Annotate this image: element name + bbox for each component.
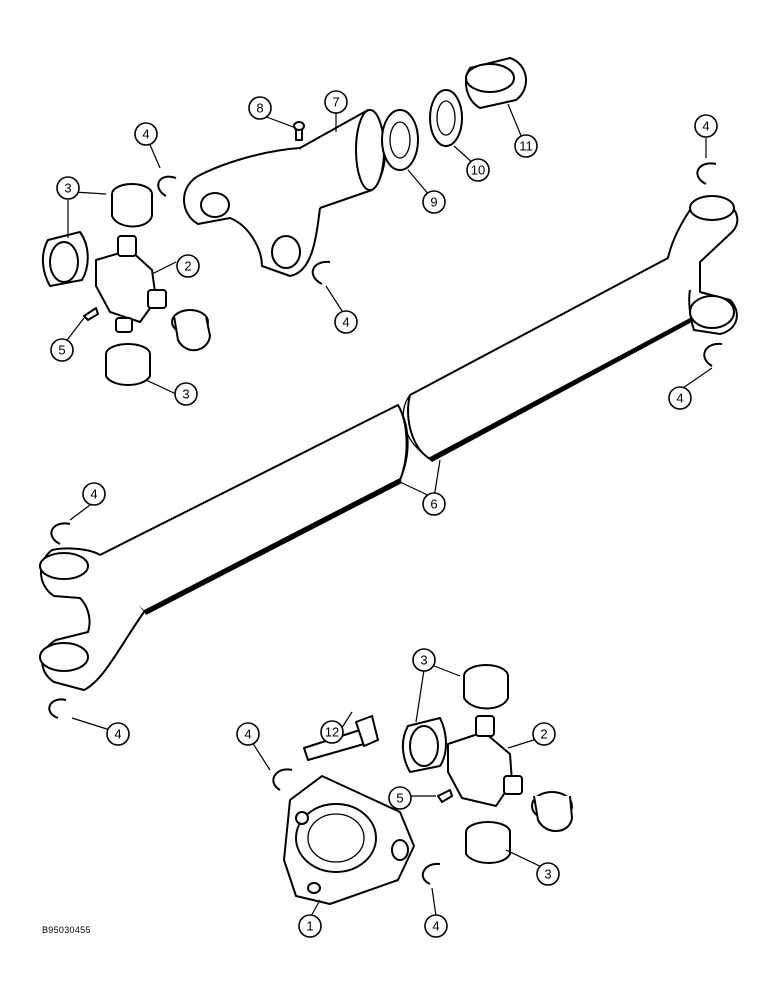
callout-7: 7 bbox=[324, 90, 348, 114]
snap-ring bbox=[157, 175, 177, 197]
flange-yoke bbox=[283, 775, 415, 905]
svg-text:11: 11 bbox=[519, 139, 533, 154]
grease-fitting bbox=[437, 789, 453, 803]
svg-text:12: 12 bbox=[325, 725, 339, 740]
callout-3-upper-a: 3 bbox=[56, 176, 80, 200]
lower-universal-joint bbox=[447, 715, 523, 807]
callout-2-upper: 2 bbox=[176, 254, 200, 278]
svg-text:4: 4 bbox=[114, 727, 121, 742]
callout-4-b: 4 bbox=[334, 310, 358, 334]
snap-ring bbox=[421, 862, 441, 885]
shaft-tube-left bbox=[39, 404, 409, 691]
svg-text:3: 3 bbox=[182, 387, 189, 402]
svg-text:3: 3 bbox=[544, 867, 551, 882]
snap-ring bbox=[48, 698, 67, 719]
bearing-cup-upper-1 bbox=[111, 183, 153, 228]
bearing-cup-lower-1 bbox=[463, 664, 509, 710]
figure-code: B95030455 bbox=[42, 925, 91, 935]
svg-text:4: 4 bbox=[702, 119, 709, 134]
callout-4-a: 4 bbox=[134, 122, 158, 146]
callout-3-lower-a: 3 bbox=[412, 648, 436, 672]
callout-4-h: 4 bbox=[424, 914, 448, 938]
callout-12: 12 bbox=[320, 720, 344, 744]
svg-text:10: 10 bbox=[471, 163, 485, 178]
svg-text:4: 4 bbox=[90, 487, 97, 502]
snap-ring bbox=[696, 162, 717, 185]
callout-1: 1 bbox=[298, 914, 322, 938]
svg-text:4: 4 bbox=[142, 127, 149, 142]
bearing-cup-lower-4 bbox=[531, 791, 573, 832]
callout-4-f: 4 bbox=[106, 722, 130, 746]
grease-fitting bbox=[83, 307, 99, 321]
callout-5-lower: 5 bbox=[388, 786, 412, 810]
svg-text:5: 5 bbox=[58, 343, 65, 358]
svg-text:5: 5 bbox=[396, 791, 403, 806]
callout-10: 10 bbox=[466, 158, 490, 182]
svg-text:1: 1 bbox=[306, 919, 313, 934]
snap-ring bbox=[272, 768, 293, 791]
svg-text:4: 4 bbox=[676, 391, 683, 406]
callout-6: 6 bbox=[422, 492, 446, 516]
snap-ring bbox=[50, 522, 71, 545]
leader-lines bbox=[63, 103, 713, 919]
svg-text:3: 3 bbox=[64, 181, 71, 196]
svg-text:6: 6 bbox=[430, 497, 437, 512]
svg-text:3: 3 bbox=[420, 653, 427, 668]
seal-ring bbox=[429, 89, 463, 147]
callout-2-lower: 2 bbox=[532, 722, 556, 746]
svg-text:4: 4 bbox=[342, 315, 349, 330]
callout-4-e: 4 bbox=[82, 482, 106, 506]
bearing-cup-upper-3 bbox=[105, 343, 151, 386]
svg-text:8: 8 bbox=[256, 101, 263, 116]
svg-text:4: 4 bbox=[244, 727, 251, 742]
callout-4-d: 4 bbox=[668, 386, 692, 410]
callout-3-upper-b: 3 bbox=[174, 382, 198, 406]
callout-11: 11 bbox=[514, 134, 538, 158]
upper-universal-joint bbox=[95, 235, 167, 333]
seal-washer bbox=[381, 109, 419, 171]
callout-5-upper: 5 bbox=[50, 338, 74, 362]
bearing-cup-lower-2 bbox=[402, 717, 447, 773]
callout-3-lower-b: 3 bbox=[536, 862, 560, 886]
callout-4-c: 4 bbox=[694, 114, 718, 138]
slip-yoke bbox=[183, 109, 387, 277]
callout-4-g: 4 bbox=[236, 722, 260, 746]
svg-text:2: 2 bbox=[540, 727, 547, 742]
svg-text:2: 2 bbox=[184, 259, 191, 274]
bearing-cup-upper-2 bbox=[42, 231, 89, 287]
snap-ring bbox=[311, 260, 331, 285]
snap-ring bbox=[703, 342, 723, 367]
callout-8: 8 bbox=[248, 96, 272, 120]
callout-9: 9 bbox=[422, 190, 446, 214]
bearing-cup-upper-4 bbox=[171, 309, 211, 351]
svg-text:7: 7 bbox=[332, 95, 339, 110]
svg-text:9: 9 bbox=[430, 195, 437, 210]
shaft-tube-right bbox=[402, 195, 739, 462]
svg-text:4: 4 bbox=[432, 919, 439, 934]
bearing-cup-lower-3 bbox=[465, 821, 511, 864]
dust-cap-nut bbox=[464, 57, 527, 109]
